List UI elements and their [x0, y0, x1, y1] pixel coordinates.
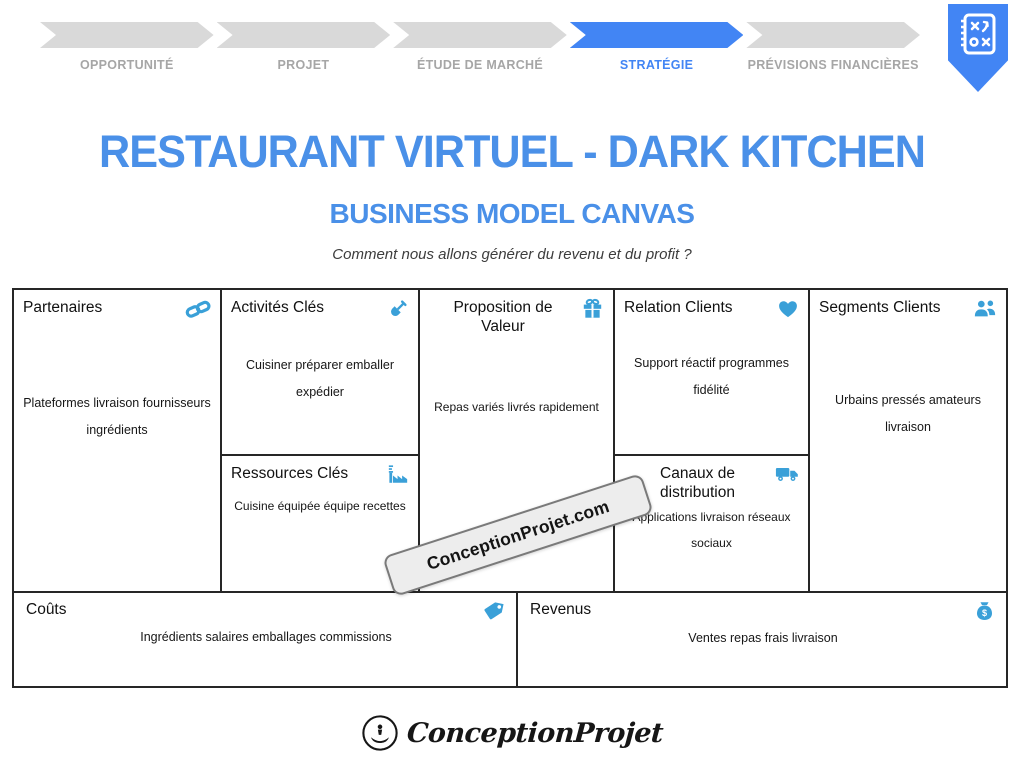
page-title: RESTAURANT VIRTUEL - DARK KITCHEN [99, 126, 926, 177]
brand-name: ConceptionProjet [405, 717, 665, 749]
cell-title: Coûts [26, 601, 67, 618]
cell-title: Revenus [530, 601, 592, 618]
cell-partenaires[interactable]: Partenaires Plateformes livraison fourni… [14, 290, 222, 591]
chevron-arrow [217, 22, 391, 48]
step-previsions-financieres[interactable]: PRÉVISIONS FINANCIÈRES [746, 22, 920, 72]
step-label: PROJET [277, 58, 330, 72]
cell-title: Activités Clés [231, 299, 325, 316]
cell-title: Canaux de distribution [660, 465, 735, 502]
tag-icon [482, 600, 506, 621]
cell-activites-cles[interactable]: Activités Clés Cuisiner préparer emballe… [222, 290, 418, 456]
heart-icon [777, 298, 799, 318]
cell-content: Support réactif programmes fidélité [634, 356, 789, 397]
chevron-arrow [570, 22, 744, 48]
step-label: ÉTUDE DE MARCHÉ [416, 58, 543, 72]
cell-title: Ressources Clés [231, 465, 349, 482]
step-projet[interactable]: PROJET [217, 22, 391, 72]
step-opportunite[interactable]: OPPORTUNITÉ [40, 22, 214, 72]
step-label: OPPORTUNITÉ [80, 58, 174, 72]
cell-title: Proposition de Valeur [453, 299, 553, 336]
users-icon [973, 298, 997, 319]
column-relation-canaux: Relation Clients Support réactif program… [615, 290, 810, 591]
cell-content: Urbains pressés amateurs livraison [835, 393, 981, 434]
cell-canaux-distribution[interactable]: Canaux de distribution Application [615, 456, 808, 591]
chevron-arrow [40, 22, 214, 48]
cell-title: Segments Clients [819, 299, 941, 316]
shovel-icon [387, 298, 409, 320]
cell-content: Ingrédients salaires emballages commissi… [140, 630, 392, 644]
column-activites-ressources: Activités Clés Cuisiner préparer emballe… [222, 290, 420, 591]
gift-icon [581, 298, 604, 320]
tactics-board-icon [961, 13, 996, 55]
cell-segments-clients[interactable]: Segments Clients Urbains pressés amateur… [810, 290, 1006, 591]
cell-relation-clients[interactable]: Relation Clients Support réactif program… [615, 290, 808, 456]
bmc-grid-bottom: Coûts Ingrédients salaires emballages co… [12, 593, 1008, 688]
cell-revenus[interactable]: Revenus $ Ventes repas frais livraison [518, 593, 1006, 686]
cell-content: Plateformes livraison fournisseurs ingré… [23, 396, 211, 437]
money-bag-icon: $ [973, 600, 996, 622]
truck-icon [775, 464, 799, 484]
chevron-arrow [393, 22, 567, 48]
cell-content: Cuisiner préparer emballer expédier [246, 358, 394, 399]
step-etude-de-marche[interactable]: ÉTUDE DE MARCHÉ [393, 22, 567, 72]
cell-ressources-cles[interactable]: Ressources Clés Cuisine équipée équipe r… [222, 456, 418, 591]
page-subtitle: BUSINESS MODEL CANVAS [329, 198, 695, 229]
step-label: STRATÉGIE [619, 58, 694, 72]
chain-link-icon [185, 298, 211, 320]
cell-title: Relation Clients [624, 299, 733, 316]
cell-couts[interactable]: Coûts Ingrédients salaires emballages co… [14, 593, 518, 686]
cell-proposition-de-valeur[interactable]: Proposition de Valeur Repas variés livré… [420, 290, 615, 591]
svg-text:$: $ [982, 608, 987, 618]
cell-content: Cuisine équipée équipe recettes [234, 499, 406, 513]
process-stepper: OPPORTUNITÉ PROJET ÉTUDE DE MARCHÉ STRAT… [40, 22, 920, 72]
cell-content: Ventes repas frais livraison [688, 631, 838, 645]
footer-brand: ConceptionProjet [0, 714, 1024, 752]
strategy-ribbon-badge [948, 4, 1008, 92]
factory-icon [387, 464, 409, 486]
step-label: PRÉVISIONS FINANCIÈRES [747, 58, 919, 72]
cell-title: Partenaires [23, 299, 103, 316]
page-tagline: Comment nous allons générer du revenu et… [332, 246, 692, 263]
cell-content: Applications livraison réseaux sociaux [632, 509, 791, 550]
step-strategie-active[interactable]: STRATÉGIE [570, 22, 744, 72]
cell-content: Repas variés livrés rapidement [434, 399, 599, 414]
chevron-arrow [746, 22, 920, 48]
hand-logo-icon [361, 714, 399, 752]
